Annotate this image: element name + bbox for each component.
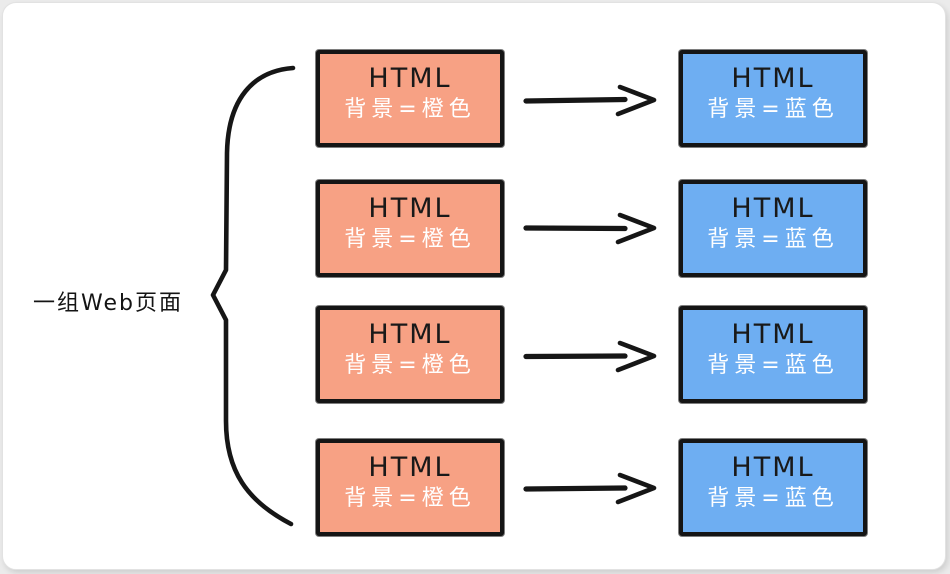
box-title: HTML	[731, 452, 815, 483]
target-page-box: HTML 背景=蓝色	[679, 306, 867, 403]
source-page-box: HTML 背景=橙色	[316, 439, 504, 536]
box-subtitle: 背景=蓝色	[707, 97, 839, 123]
box-title: HTML	[368, 319, 452, 350]
box-subtitle: 背景=橙色	[344, 227, 476, 253]
group-label: 一组Web页面	[33, 291, 183, 316]
curly-brace-icon	[201, 57, 306, 535]
source-page-box: HTML 背景=橙色	[316, 306, 504, 403]
right-arrow-icon	[521, 339, 665, 373]
box-subtitle: 背景=橙色	[344, 486, 476, 512]
source-page-box: HTML 背景=橙色	[316, 50, 504, 147]
right-arrow-icon	[521, 83, 665, 117]
box-title: HTML	[368, 193, 452, 224]
box-title: HTML	[368, 452, 452, 483]
source-page-box: HTML 背景=橙色	[316, 180, 504, 277]
right-arrow-icon	[521, 211, 665, 245]
box-subtitle: 背景=橙色	[344, 97, 476, 123]
target-page-box: HTML 背景=蓝色	[679, 439, 867, 536]
right-arrow-icon	[521, 471, 665, 505]
box-title: HTML	[731, 193, 815, 224]
box-subtitle: 背景=橙色	[344, 353, 476, 379]
box-title: HTML	[731, 63, 815, 94]
target-page-box: HTML 背景=蓝色	[679, 180, 867, 277]
box-title: HTML	[731, 319, 815, 350]
box-subtitle: 背景=蓝色	[707, 227, 839, 253]
target-page-box: HTML 背景=蓝色	[679, 50, 867, 147]
box-subtitle: 背景=蓝色	[707, 486, 839, 512]
box-subtitle: 背景=蓝色	[707, 353, 839, 379]
box-title: HTML	[368, 63, 452, 94]
